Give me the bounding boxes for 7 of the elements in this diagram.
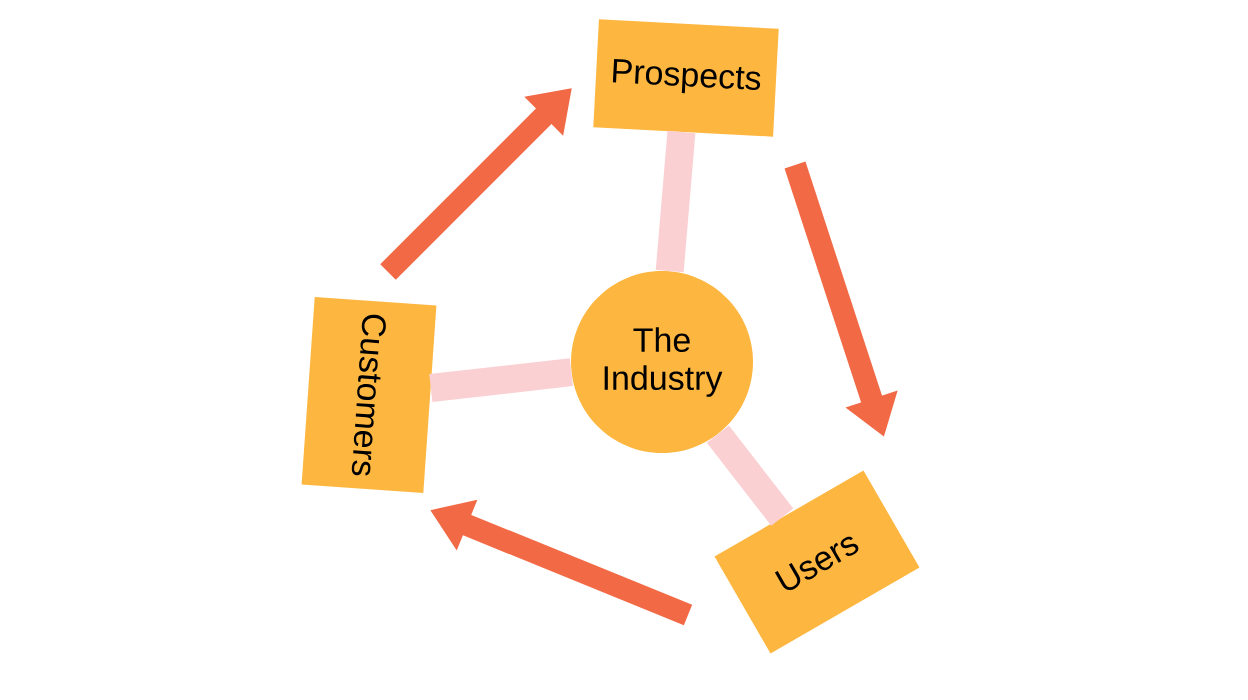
label-box: Users — [714, 470, 920, 654]
connector-bar — [655, 130, 696, 273]
label-box: Customers — [301, 296, 437, 493]
connector-bar — [429, 358, 573, 402]
label-box: Prospects — [593, 19, 779, 137]
connector-bar — [706, 425, 794, 526]
circle-node: The Industry — [571, 271, 753, 453]
